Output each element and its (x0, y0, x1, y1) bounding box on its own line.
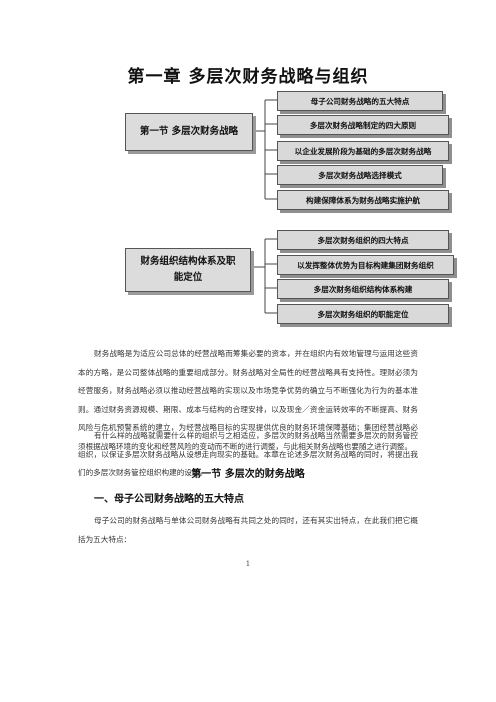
intro-paragraph: 财务战略是为适应公司总体的经营战略而筹集必要的资本，并在组织内有效地管理与运用这… (78, 349, 418, 451)
topic-box: 多层次财务战略选择模式 (277, 165, 443, 185)
chapter-structure-diagram: 第一节 多层次财务战略 财务组织结构体系及职能定位 母子公司财务战略的五大特点 … (0, 0, 496, 340)
connector-lines (251, 99, 277, 314)
topic-box: 构建保障体系为财务战略实施护航 (277, 190, 449, 210)
topic-label: 母子公司财务战略的五大特点 (310, 96, 410, 106)
topic-box: 多层次财务组织的四大特点 (277, 230, 449, 250)
section-title: 第一节 多层次的财务战略 (191, 469, 305, 480)
topic-box: 多层次财务战略制定的四大原则 (277, 115, 449, 135)
page-number: 1 (245, 560, 251, 568)
subsection-paragraph: 母子公司的财务战略与单体公司财务战略有共同之处的同时，还有其实出特点，在此我们把… (78, 516, 418, 544)
topic-box: 多层次财务组织的职能定位 (277, 304, 449, 324)
topic-label: 多层次财务组织结构体系构建 (313, 284, 413, 294)
subsection-title: 一、母子公司财务战略的五大特点 (94, 494, 244, 505)
section-box-label: 第一节 多层次财务战略 (139, 126, 239, 137)
topic-label: 多层次财务战略制定的四大原则 (309, 120, 417, 130)
topic-box: 多层次财务组织结构体系构建 (277, 279, 449, 299)
topic-box: 母子公司财务战略的五大特点 (277, 91, 443, 111)
topic-label: 多层次财务战略选择模式 (318, 170, 402, 180)
topic-label: 多层次财务组织的职能定位 (317, 309, 409, 319)
intro-paragraph: 有什么样的战略就需要什么样的组织与之相适应，多层次的财务战略当然需要多层次的财务… (78, 431, 418, 478)
topic-label: 以企业发展阶段为基础的多层次财务战略 (294, 146, 432, 156)
topic-label: 以发挥整体优势为目标构建集团财务组织 (297, 260, 434, 270)
section-box-financial-strategy: 第一节 多层次财务战略 (125, 113, 253, 151)
topic-box: 以企业发展阶段为基础的多层次财务战略 (277, 141, 449, 161)
topic-label: 多层次财务组织的四大特点 (317, 235, 409, 245)
topic-box: 以发挥整体优势为目标构建集团财务组织 (277, 255, 454, 275)
section-box-financial-organization: 财务组织结构体系及职能定位 (125, 248, 251, 292)
topic-label: 构建保障体系为财务战略实施护航 (306, 195, 420, 205)
section-box-label: 财务组织结构体系及职能定位 (140, 256, 236, 283)
chapter-title: 第一章 多层次财务战略与组织 (127, 67, 369, 87)
